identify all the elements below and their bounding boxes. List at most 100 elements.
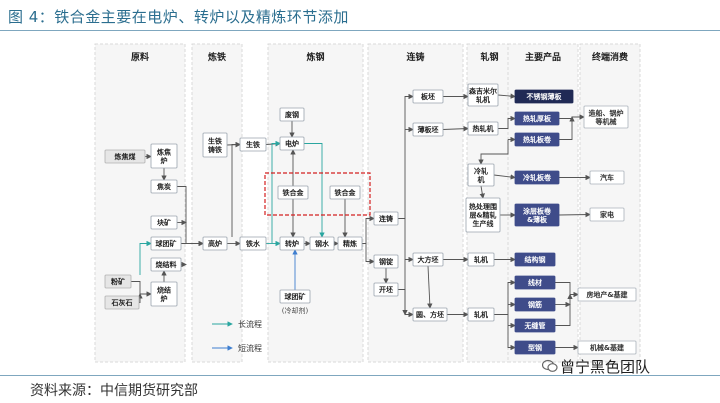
- watermark: 曾宁黑色团队: [560, 358, 651, 376]
- node-section: [514, 340, 556, 355]
- node-end-machinery: [577, 340, 637, 355]
- node-label: 机械&基建: [590, 343, 625, 352]
- flow-arrow: [478, 139, 509, 165]
- flow-arrow: [555, 293, 573, 326]
- node-sinter: [150, 257, 182, 272]
- node-round-billet: [412, 307, 448, 322]
- node-label: 生铁: [246, 140, 260, 149]
- flow-arrow: [559, 116, 575, 140]
- flow-arrow: [131, 281, 152, 297]
- flow-arrow: [507, 314, 516, 351]
- node-label: 钢筋: [528, 300, 542, 309]
- node-label: 精炼: [343, 239, 357, 248]
- node-label: 热轧机: [473, 124, 494, 133]
- flow-arrow: [398, 93, 414, 219]
- node-steel-water: [309, 236, 335, 251]
- column-header: 终端消费: [591, 51, 628, 63]
- flow-arrow: [479, 185, 485, 199]
- column-panel: [94, 43, 186, 363]
- source-note: 资料来源：中信期货研究部: [30, 383, 198, 399]
- node-label: 球团矿: [285, 292, 306, 301]
- wechat-icon: [542, 359, 558, 372]
- node-label: 钢水: [315, 239, 330, 248]
- flow-arrow: [494, 279, 516, 315]
- node-label: 冷轧板卷: [523, 173, 552, 182]
- node-wire: [514, 275, 556, 290]
- column-panel: [579, 43, 641, 363]
- node-coated: [514, 203, 560, 227]
- node-structural: [514, 252, 556, 267]
- node-seamless: [514, 318, 556, 333]
- node-hot-mill: [467, 121, 499, 136]
- node-label: 焦炭: [156, 182, 171, 191]
- node-label: 结构钢: [524, 255, 546, 264]
- node-continuous-cast: [373, 211, 399, 226]
- node-ferroalloy-a: [277, 185, 309, 200]
- node-label: 森吉米尔轧机: [469, 86, 497, 104]
- node-label: 铁合金: [335, 188, 357, 197]
- node-coking-coal: [104, 149, 146, 164]
- node-label: 造船、锅炉等机械: [589, 108, 624, 126]
- flow-arrow: [442, 125, 469, 132]
- node-label: 炼焦炉: [157, 147, 171, 165]
- node-label: 石灰石: [111, 298, 133, 307]
- node-refining: [337, 236, 363, 251]
- node-end-container: [583, 105, 629, 129]
- node-label: 铁合金: [283, 188, 305, 197]
- node-sinter-furnace: [150, 281, 178, 307]
- column-header: 原料: [131, 51, 149, 63]
- column-header: 连铸: [406, 51, 424, 63]
- node-coke: [150, 179, 178, 194]
- node-converter: [279, 236, 305, 251]
- column-header: 轧钢: [480, 51, 498, 63]
- figure-title: 图 4：铁合金主要在电炉、转炉以及精炼环节添加: [8, 8, 349, 26]
- node-label: 烧结炉: [157, 285, 171, 302]
- node-label: 废钢: [285, 110, 299, 119]
- node-sendzimir: [467, 83, 499, 107]
- node-label: 电炉: [285, 139, 299, 148]
- node-ingot: [373, 254, 399, 269]
- title-divider: [0, 30, 720, 31]
- node-label: 大方坯: [418, 255, 439, 264]
- node-end-auto: [589, 170, 625, 185]
- node-pig-iron-casting: [202, 132, 228, 158]
- node-coke-oven: [150, 143, 178, 169]
- node-thin-slab: [412, 122, 444, 137]
- node-label: 球团矿: [156, 239, 177, 248]
- node-label: 炼焦煤: [115, 152, 137, 161]
- node-label: 轧机: [474, 255, 488, 264]
- flow-arrow: [427, 265, 433, 309]
- node-lump-ore: [150, 215, 178, 230]
- node-label: 无缝管: [524, 321, 546, 330]
- node-pig-iron: [239, 137, 267, 152]
- legend-label: 长流程: [238, 319, 262, 329]
- node-label: 烧结料: [156, 260, 177, 269]
- node-label: 开坯: [379, 285, 393, 294]
- node-label: 高炉: [208, 239, 222, 248]
- node-label: 块矿: [157, 218, 171, 227]
- node-heat-treat: [465, 197, 501, 233]
- node-cold-mill: [467, 163, 495, 187]
- node-label: 家电: [600, 210, 614, 219]
- node-mill-a: [467, 252, 495, 267]
- node-label: 房地产&基建: [586, 290, 628, 299]
- node-label: 钢锭: [379, 257, 394, 266]
- process-flow-diagram: 原料炼铁炼钢连铸轧钢主要产品终端消费 炼焦煤炼焦炉焦炭块矿球团矿烧结料粉矿石灰石…: [94, 43, 641, 363]
- source-divider: [0, 375, 720, 376]
- node-scrap: [279, 107, 305, 122]
- node-label: 不锈钢薄板: [527, 92, 563, 101]
- node-bloom: [412, 252, 444, 267]
- node-hot-coil: [514, 132, 560, 147]
- node-rebar: [514, 297, 556, 312]
- node-end-appliance: [589, 207, 625, 222]
- flow-arrow: [362, 215, 375, 244]
- flow-arrow: [139, 240, 152, 275]
- flow-arrow: [497, 93, 516, 99]
- node-end-realestate: [577, 287, 637, 302]
- flow-arrow: [493, 174, 516, 180]
- ferroalloy-highlight: [264, 172, 371, 216]
- node-limestone: [104, 295, 140, 310]
- column-header: 主要产品: [525, 51, 561, 63]
- node-label: 圆、方坯: [416, 310, 444, 319]
- node-label: 生铁铸铁: [208, 136, 222, 154]
